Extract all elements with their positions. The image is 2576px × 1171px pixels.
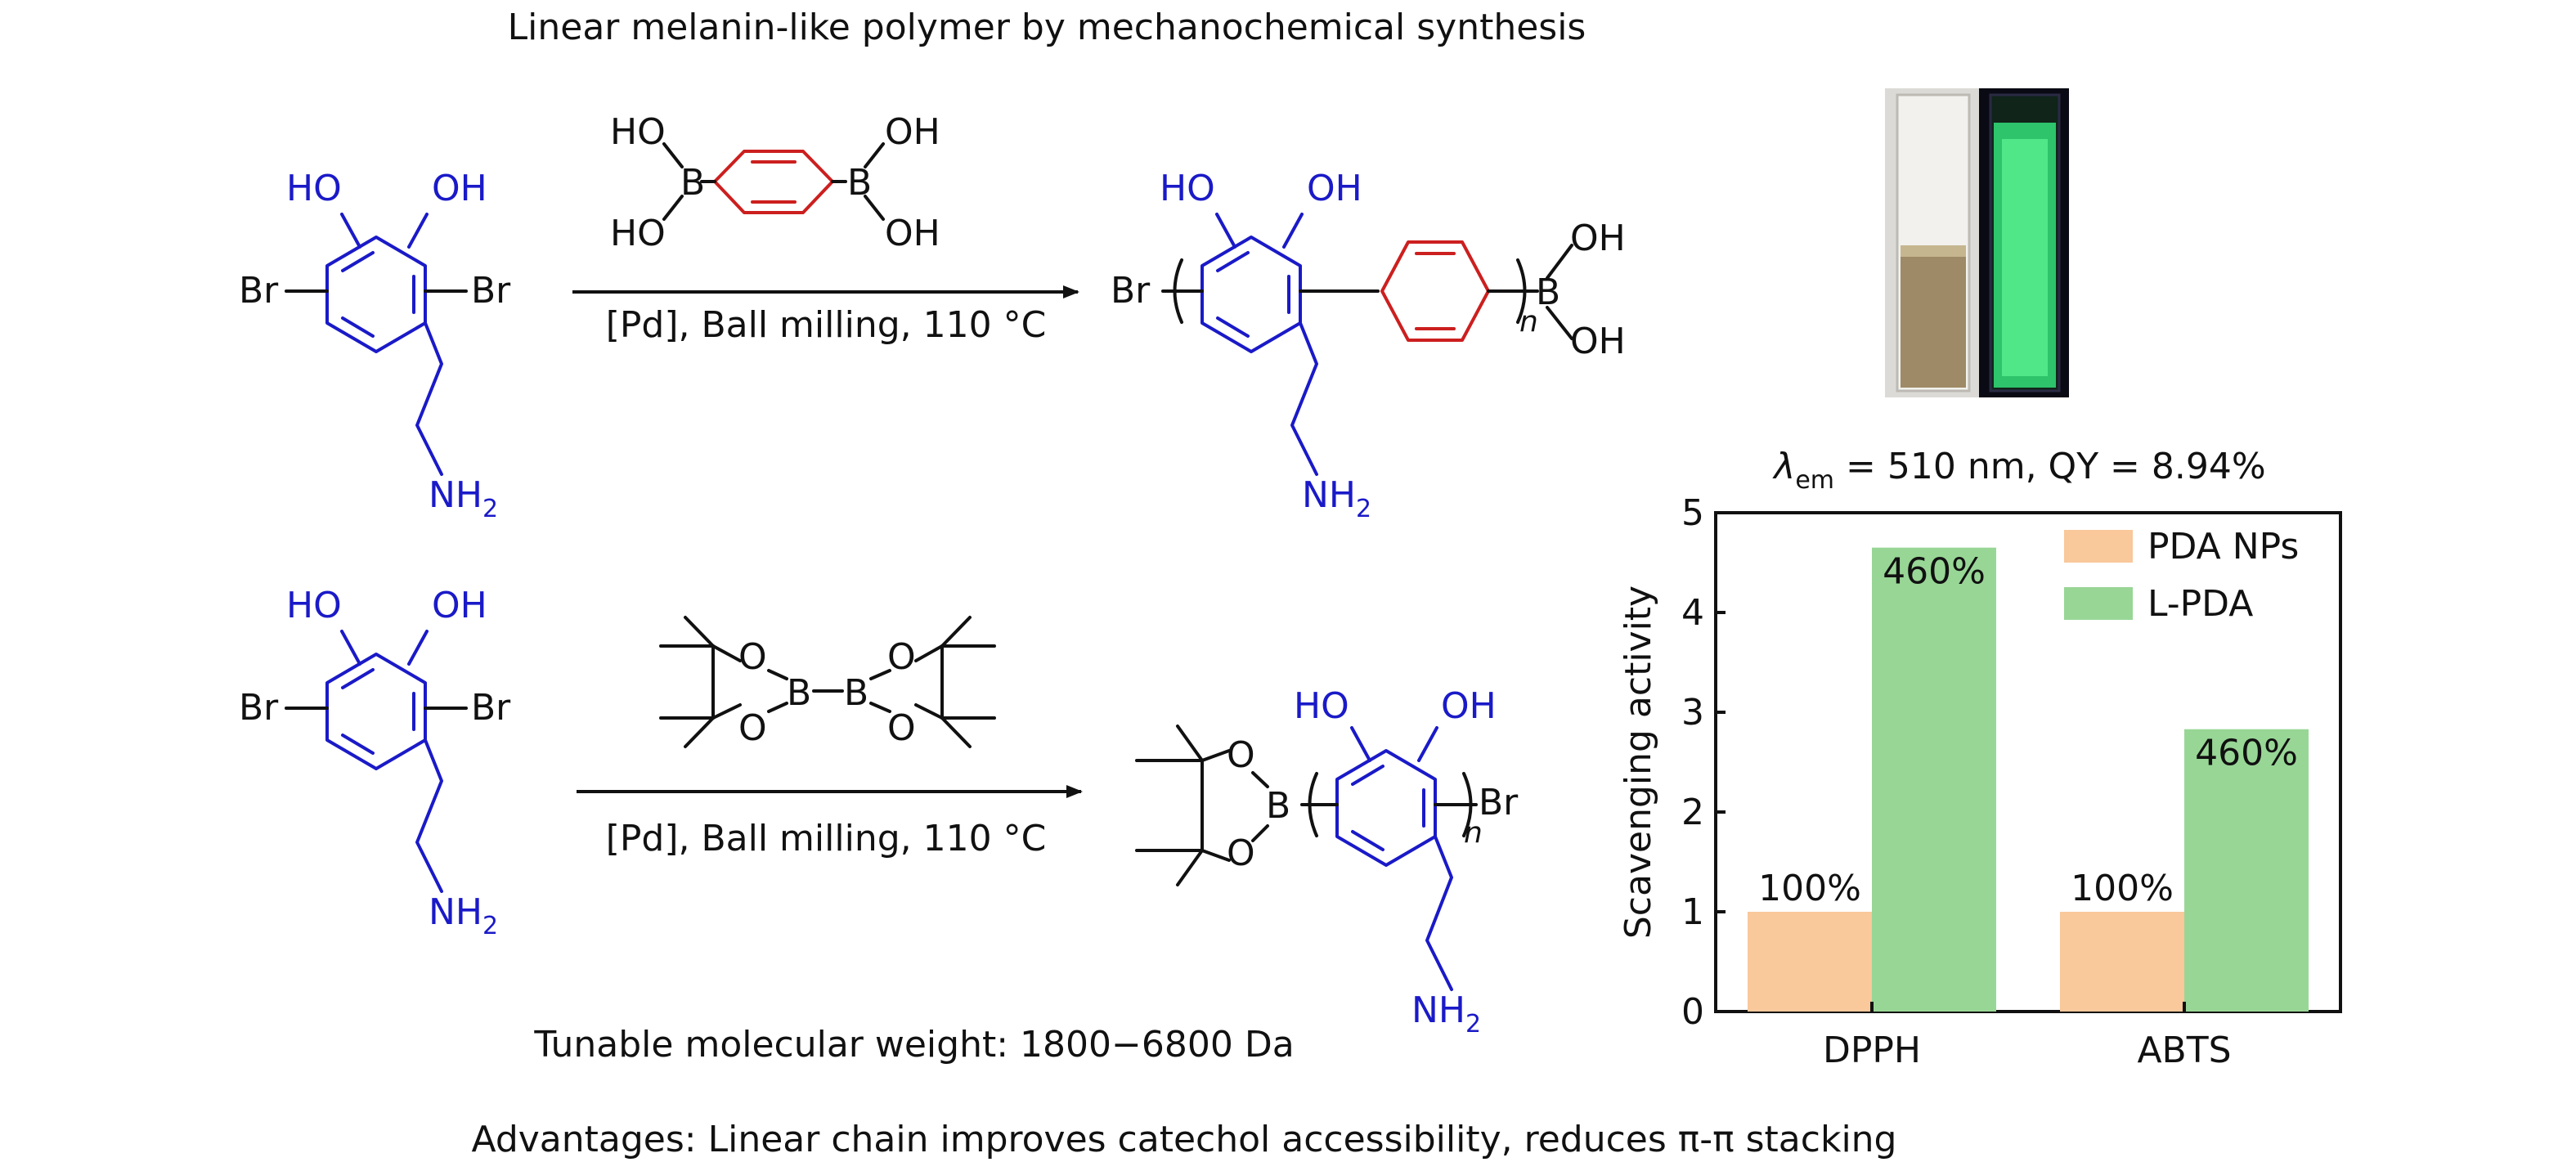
y-tick-label: 3 xyxy=(1681,692,1704,734)
hydroxyl-label: OH xyxy=(885,213,940,254)
boron-label: B xyxy=(787,672,811,714)
oxygen-label: O xyxy=(887,707,916,749)
reagent-benzenediboronic-acid: B B HO HO OH OH xyxy=(610,111,940,254)
y-axis-label: Scavenging activity xyxy=(1618,586,1659,939)
plot-frame xyxy=(1714,511,2342,1013)
amine-label: NH2 xyxy=(429,891,498,940)
bromo-label: Br xyxy=(471,687,511,729)
reaction-conditions: [Pd], Ball milling, 110 °C xyxy=(606,818,1047,859)
hydroxyl-label: OH xyxy=(432,585,487,626)
bar-data-label: 460% xyxy=(1883,551,1986,593)
oxygen-label: O xyxy=(887,636,916,678)
legend-label-pda-nps: PDA NPs xyxy=(2147,526,2299,568)
hydroxyl-label: HO xyxy=(610,111,666,153)
bar-data-label: 100% xyxy=(1758,868,1861,909)
product-polymer-2: HO OH O O B n Br NH2 xyxy=(1135,685,1519,1039)
bromo-label: Br xyxy=(239,270,279,312)
repeat-n-label: n xyxy=(1464,816,1483,850)
hydroxyl-label: OH xyxy=(1570,218,1626,259)
boron-label: B xyxy=(1536,271,1560,313)
boron-label: B xyxy=(844,672,868,714)
hydroxyl-label: OH xyxy=(1307,168,1362,209)
amine-label: NH2 xyxy=(1411,989,1481,1039)
advantages-note: Advantages: Linear chain improves catech… xyxy=(472,1119,1897,1160)
bar-data-label: 100% xyxy=(2071,868,2174,909)
bromo-label: Br xyxy=(471,270,511,312)
oxygen-label: O xyxy=(738,636,767,678)
emission-note: λem = 510 nm, QY = 8.94% xyxy=(1772,446,2265,495)
hydroxyl-label: OH xyxy=(432,168,487,209)
repeat-n-label: n xyxy=(1519,305,1538,339)
molecular-weight-note: Tunable molecular weight: 1800−6800 Da xyxy=(533,1024,1294,1066)
y-tick-label: 2 xyxy=(1681,792,1704,833)
hydroxyl-label: HO xyxy=(1294,685,1349,727)
y-tick-label: 0 xyxy=(1681,991,1704,1033)
monomer-dibromo-dopamine-1: HO OH Br Br NH2 xyxy=(239,168,511,523)
oxygen-label: O xyxy=(738,707,767,749)
hydroxyl-label: HO xyxy=(610,213,666,254)
x-tick-label: DPPH xyxy=(1823,1030,1921,1071)
hydroxyl-label: HO xyxy=(286,168,342,209)
bar-pda-nps-abts xyxy=(2060,912,2184,1012)
boron-label: B xyxy=(847,162,872,204)
legend-swatch-pda-nps xyxy=(2064,530,2133,563)
hydroxyl-label: OH xyxy=(1570,321,1626,362)
reagent-bis-pinacolato-diboron: O O O O B B xyxy=(659,616,996,749)
bromo-end-label: Br xyxy=(1479,782,1519,823)
amine-label: NH2 xyxy=(429,474,498,523)
bar-l-pda-dpph xyxy=(1872,547,1996,1012)
y-tick-label: 5 xyxy=(1681,492,1704,534)
boron-label: B xyxy=(680,162,705,204)
hydroxyl-label: OH xyxy=(1441,685,1497,727)
legend: PDA NPs L-PDA xyxy=(2064,526,2299,625)
legend-swatch-l-pda xyxy=(2064,587,2133,620)
oxygen-label: O xyxy=(1227,734,1255,776)
legend-label-l-pda: L-PDA xyxy=(2147,583,2253,625)
bromo-label: Br xyxy=(239,687,279,729)
scavenging-bar-chart: λem = 510 nm, QY = 8.94% 100% 460% 100% 460… xyxy=(1618,446,2342,1071)
x-tick-label: ABTS xyxy=(2137,1030,2231,1071)
amine-label: NH2 xyxy=(1302,474,1371,523)
product-polymer-1: HO OH Br n B OH OH NH2 xyxy=(1111,168,1626,523)
y-tick-label: 4 xyxy=(1681,592,1704,634)
bar-l-pda-abts xyxy=(2184,729,2309,1012)
bromo-end-label: Br xyxy=(1111,270,1151,312)
figure-title: Linear melanin-like polymer by mechanoch… xyxy=(508,7,1586,48)
y-tick-label: 1 xyxy=(1681,891,1704,933)
monomer-dibromo-dopamine-2: HO OH Br Br NH2 xyxy=(239,585,511,940)
cuvette-photo xyxy=(1885,88,2069,397)
bar-pda-nps-dpph xyxy=(1748,912,1872,1012)
hydroxyl-label: OH xyxy=(885,111,940,153)
oxygen-label: O xyxy=(1227,832,1255,874)
reaction-conditions: [Pd], Ball milling, 110 °C xyxy=(606,304,1047,346)
boron-label: B xyxy=(1266,785,1290,827)
hydroxyl-label: HO xyxy=(1160,168,1215,209)
hydroxyl-label: HO xyxy=(286,585,342,626)
bar-data-label: 460% xyxy=(2195,733,2298,774)
